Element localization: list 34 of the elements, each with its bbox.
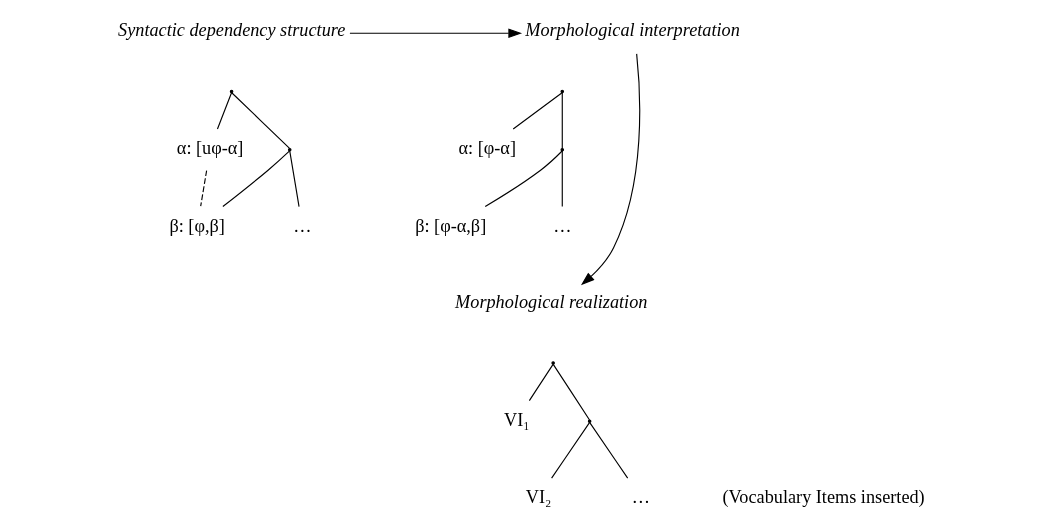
- connector: [589, 422, 629, 479]
- node-text: β: [φ,β]: [169, 215, 225, 236]
- connector: [222, 150, 291, 208]
- node-text: …: [553, 215, 572, 236]
- connector: [484, 150, 563, 208]
- node-text: …: [293, 215, 312, 236]
- node-point: [560, 147, 565, 152]
- connector: [528, 363, 554, 402]
- node-text: α: [uφ-α]: [176, 138, 244, 159]
- node-point: [560, 89, 565, 94]
- label: (Vocabulary Items inserted): [722, 487, 925, 508]
- node-text: Syntactic dependency structure: [118, 20, 346, 41]
- connector: [552, 363, 591, 421]
- node-text: …: [631, 487, 651, 508]
- node-point: [587, 419, 592, 424]
- connector: [561, 150, 563, 208]
- node-text: α: [φ-α]: [458, 138, 516, 159]
- node-text: Morphological realization: [455, 291, 648, 312]
- node-point: [229, 89, 234, 94]
- node-point: [551, 361, 555, 365]
- node-text: VI₂: [525, 487, 552, 508]
- connector: [512, 92, 563, 130]
- node-text: Morphological interpretation: [525, 20, 740, 41]
- connector: [289, 150, 300, 208]
- connector: [551, 422, 591, 479]
- arrow: [349, 28, 523, 38]
- node-text: β: [φ-α,β]: [415, 215, 487, 236]
- node-text: VI₁: [504, 409, 530, 430]
- connector: [561, 92, 563, 149]
- connector: [216, 92, 233, 130]
- connector: [200, 170, 208, 207]
- connector: [231, 92, 291, 149]
- node-point: [287, 147, 292, 152]
- arrow: [580, 53, 641, 286]
